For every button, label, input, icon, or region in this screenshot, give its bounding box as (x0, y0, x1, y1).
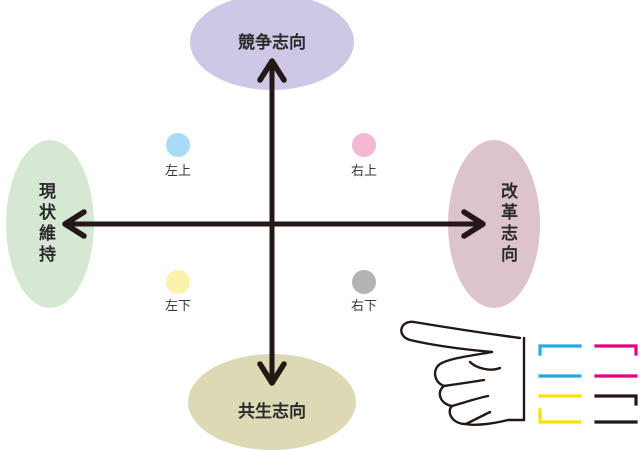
bracket-black-icon (594, 394, 638, 424)
lower-right-label: 右下 (351, 299, 377, 314)
symbiotic-orientation-ellipse (188, 354, 356, 450)
bracket-magenta-icon (594, 344, 638, 378)
competitive-orientation-ellipse (190, 0, 354, 90)
bracket-cyan-icon (538, 344, 582, 378)
axis-label-bottom: 共生志向 (238, 401, 306, 422)
status-quo-ellipse (6, 140, 94, 308)
lower-left-dot (166, 270, 190, 294)
reform-orientation-ellipse (448, 140, 540, 308)
axis-label-top: 競争志向 (238, 32, 306, 53)
upper-right-label: 右上 (351, 164, 377, 179)
bracket-yellow-icon (538, 394, 582, 424)
pointing-hand-icon (400, 320, 526, 426)
lower-right-dot (352, 270, 376, 294)
axis-label-right: 改革志向 (497, 181, 518, 266)
lower-left-label: 左下 (165, 299, 191, 314)
upper-right-dot (352, 133, 376, 157)
upper-left-dot (166, 133, 190, 157)
upper-left-label: 左上 (165, 164, 191, 179)
axis-label-left: 現状維持 (35, 182, 56, 266)
